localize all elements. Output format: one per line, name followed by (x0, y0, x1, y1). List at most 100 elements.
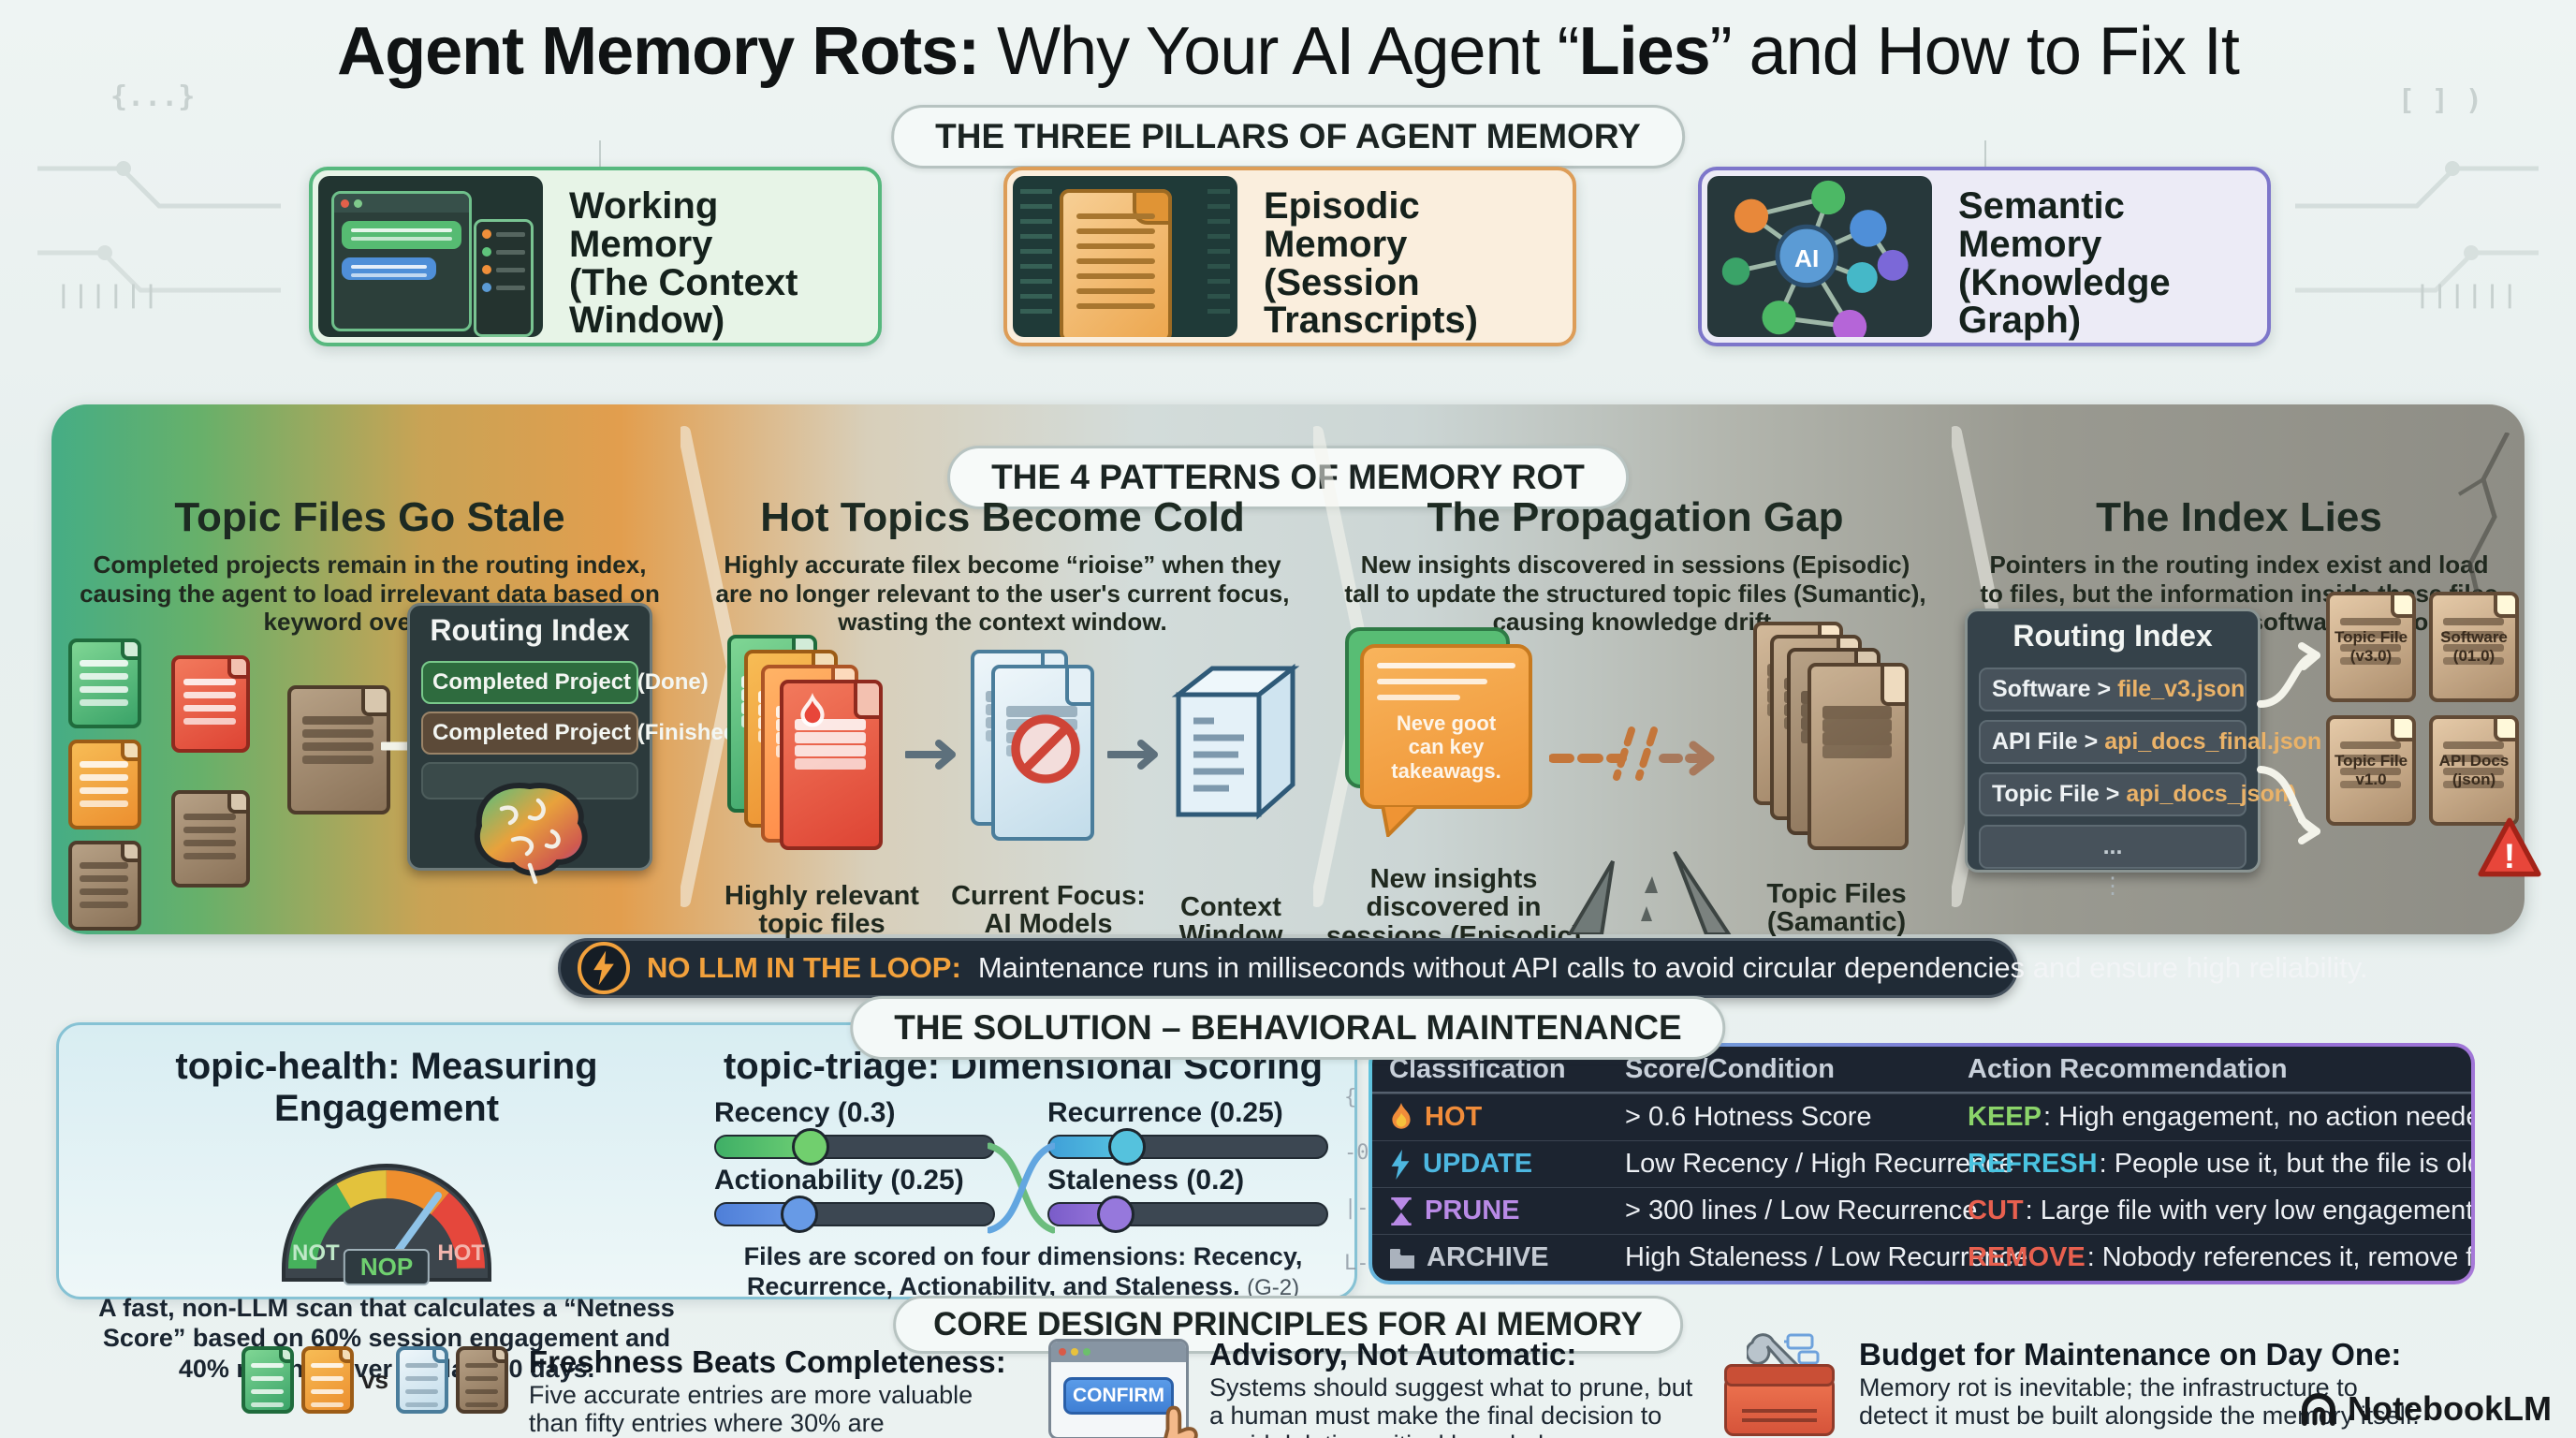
toolbox-icon (1720, 1333, 1838, 1436)
chat-window-icon (331, 191, 472, 331)
svg-text:!: ! (2504, 836, 2515, 875)
arrow-right-icon (1107, 740, 1158, 770)
condition-cell: > 0.6 Hotness Score (1608, 1093, 1951, 1140)
pattern-title: The Index Lies (2096, 494, 2382, 540)
hot-files-label: Highly relevant topic files (724, 881, 919, 940)
pillars-section-header: THE THREE PILLARS OF AGENT MEMORY (891, 105, 1685, 169)
principle-title: Advisory, Not Automatic: (1209, 1337, 1577, 1372)
slider-staleness: Staleness (0.2) (1047, 1165, 1328, 1233)
hotness-gauge: NOT HOT NOP (260, 1137, 513, 1287)
routing-row-more: ... (1979, 825, 2247, 869)
pattern-title: The Propagation Gap (1427, 494, 1844, 540)
slider-recency: Recency (0.3) (714, 1097, 995, 1166)
flame-icon (800, 693, 825, 727)
solution-panel: topic-health: Measuring Engagement NOT H… (56, 1022, 1357, 1383)
banner-text: Maintenance runs in milliseconds without… (977, 951, 2368, 984)
routing-entry-done: Completed Project (Done) (421, 661, 709, 704)
solution-section-header: THE SOLUTION – BEHAVIORAL MAINTENANCE (850, 996, 1726, 1060)
pattern-title: Topic Files Go Stale (174, 494, 565, 540)
file-card: Software(01.0) (2429, 592, 2519, 702)
folder-icon (1390, 1248, 1414, 1269)
file-icon-green (68, 638, 141, 728)
no-entry-icon (1011, 714, 1080, 784)
pillar-card-working-memory: Working Memory(The Context Window) The i… (309, 167, 882, 346)
principles-section-header: CORE DESIGN PRINCIPLES FOR AI MEMORY (893, 1296, 1683, 1354)
topic-files-stack (1753, 622, 1940, 856)
routing-index-title: Routing Index (430, 613, 630, 647)
routing-row: API File > api_docs_final.json (1979, 720, 2321, 764)
fresh-vs-stale-icon: vs (242, 1346, 508, 1414)
rot-section-header: THE 4 PATTERNS OF MEMORY ROT (947, 446, 1629, 509)
slider-knob (1097, 1196, 1135, 1233)
condition-cell: > 300 lines / Low Recurrence (1608, 1187, 1977, 1234)
connector-line (1984, 140, 1986, 169)
col-header-action: Action Recommendation (1951, 1047, 2471, 1093)
action-cell: KEEP: High engagement, no action needed. (1951, 1093, 2471, 1140)
pattern-hot-topics-become-cold: Hot Topics Become Cold Highly accurate f… (688, 404, 1317, 950)
current-focus-label: Current Focus: AI Models (951, 881, 1146, 940)
principle-title: Freshness Beats Completeness: (528, 1344, 1006, 1379)
classification-table: Classification Score/Condition Action Re… (1368, 1043, 2475, 1284)
episodic-memory-illustration (1013, 176, 1237, 337)
topic-health-title: topic-health: Measuring Engagement (175, 1046, 598, 1129)
circuit-trace-right (2295, 161, 2539, 293)
routing-row: Topic File > api_docs_json) (1979, 772, 2296, 816)
ice-cube-icon (1156, 646, 1306, 833)
action-cell: REMOVE: Nobody references it, remove fro… (1951, 1234, 2471, 1281)
circuit-brace-decoration: {...} (110, 81, 196, 113)
principle-desc: Memory rot is inevitable; the infrastruc… (1859, 1372, 2420, 1431)
circuit-bracket-decoration: [ ] ) (2397, 84, 2482, 117)
pillar-title: Episodic Memory(Session Transcripts) (1264, 185, 1478, 342)
hand-cursor-icon (1164, 1405, 1198, 1438)
routing-index-panel: Routing Index Completed Project (Done) C… (407, 603, 744, 885)
bubble-text: Neve goot can key takeawags. (1391, 712, 1501, 783)
notebooklm-logo-icon (2302, 1393, 2336, 1426)
gauge-label-hot: HOT (437, 1240, 485, 1266)
lightning-icon (578, 942, 630, 994)
semantic-memory-illustration: AI (1707, 176, 1932, 337)
condition-cell: High Staleness / Low Recurrence (1608, 1234, 2027, 1281)
working-memory-illustration (318, 176, 543, 337)
slider-knob (780, 1196, 818, 1233)
flame-icon (1392, 1102, 1411, 1129)
insight-bubble: Neve goot can key takeawags. (1345, 627, 1542, 843)
principle-desc: Systems should suggest what to prune, bu… (1209, 1372, 1693, 1438)
banner-label: NO LLM IN THE LOOP: (647, 951, 961, 984)
table-row: ARCHIVE (1372, 1234, 1608, 1281)
table-row: UPDATE (1372, 1140, 1608, 1187)
frozen-doc (971, 644, 1111, 850)
triage-caption: Files are scored on four dimensions: Rec… (743, 1242, 1303, 1301)
pattern-title: Hot Topics Become Cold (760, 494, 1245, 540)
confirm-button-graphic: CONFIRM (1063, 1377, 1174, 1415)
slider-actionability: Actionability (0.25) (714, 1165, 995, 1233)
curved-arrows-icon (2257, 642, 2320, 844)
pillar-card-episodic-memory: Episodic Memory(Session Transcripts) A s… (1003, 167, 1576, 346)
svg-text:AI: AI (1794, 244, 1819, 272)
routing-index-title: Routing Index (2012, 619, 2213, 653)
no-llm-banner: NO LLM IN THE LOOP: Maintenance runs in … (558, 938, 2368, 998)
hourglass-icon (1391, 1196, 1412, 1225)
memory-rot-section: THE 4 PATTERNS OF MEMORY ROT Topic Files… (51, 404, 2541, 950)
principles-row: vs Freshness Beats Completeness: Five ac… (0, 1333, 2576, 1438)
table-row: HOT (1372, 1093, 1608, 1140)
slider-knob (791, 1128, 829, 1166)
principle-freshness: vs Freshness Beats Completeness: Five ac… (242, 1344, 1009, 1438)
knowledge-graph-icon: AI (1721, 180, 1909, 337)
pattern-desc: New insights discovered in sessions (Epi… (1344, 550, 1926, 637)
semantic-files-label: Topic Files (Samantic) (1766, 879, 1907, 938)
routing-row: Software > file_v3.json (1979, 668, 2247, 712)
page-title: Agent Memory Rots: Why Your AI Agent “Li… (0, 13, 2576, 90)
file-card: API Docs(json) (2429, 715, 2519, 826)
stale-files-grid (68, 638, 256, 931)
circuit-bars-left: |||||| (56, 281, 161, 309)
pillar-title: Semantic Memory(Knowledge Graph) (1958, 185, 2171, 342)
gauge-label-nop: NOP (343, 1249, 431, 1285)
file-icon-big-stale (287, 685, 390, 814)
title-mid: Why Your AI Agent “ (979, 14, 1579, 89)
condition-cell: Low Recency / High Recurrence (1608, 1140, 2014, 1187)
arrow-right-icon (905, 740, 956, 770)
principle-desc: Five accurate entries are more valuable … (528, 1380, 973, 1438)
title-lies: Lies (1578, 14, 1711, 89)
